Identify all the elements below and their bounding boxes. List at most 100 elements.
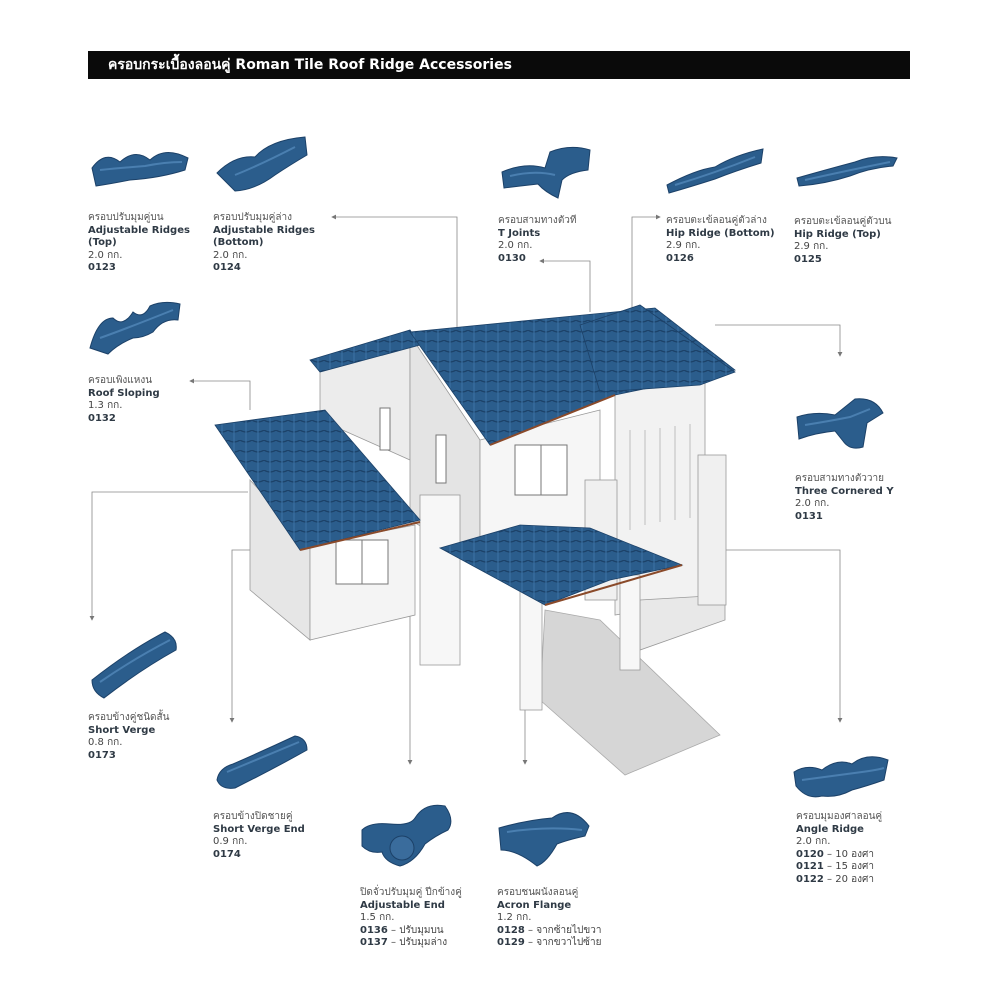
item-code-line: 0128 – จากซ้ายไปขวา [497,925,601,938]
roof-sloping-icon [89,301,181,355]
leader-line [89,491,248,621]
item-thai-name: ครอบตะเข้ลอนคู่ตัวล่าง [666,215,767,226]
item-english-name: (Bottom) [213,237,264,248]
t-joints-icon [501,146,591,199]
item-weight: 2.0 กก. [795,498,830,509]
item-code: 0129 [497,937,525,948]
item-code: 0137 [360,937,388,948]
item-label: ครอบปรับมุมคู่บน Adjustable Ridges (Top)… [88,212,190,275]
item-label: ครอบตะเข้ลอนคู่ตัวบน Hip Ridge (Top) 2.9… [794,216,892,266]
item-weight: 2.9 กก. [666,240,701,251]
item-label: ครอบเพิงแหงน Roof Sloping 1.3 กก. 0132 [88,375,160,425]
item-thai-name: ปิดจั่วปรับมุมคู่ ปีกข้างคู่ [360,887,462,898]
item-label: ครอบสามทางตัวที T Joints 2.0 กก. 0130 [498,215,577,265]
item-code: 0124 [213,262,241,273]
item-code-line: 0122 – 20 องศา [796,874,882,887]
item-code-desc: – ปรับมุมล่าง [391,937,448,948]
item-thai-name: ครอบสามทางตัวที [498,215,577,226]
item-code-desc: – จากขวาไปซ้าย [528,937,602,948]
item-english-name: Angle Ridge [796,823,864,835]
item-thai-name: ครอบเพิงแหงน [88,375,153,386]
leader-line [331,214,458,330]
item-weight: 1.5 กก. [360,912,395,923]
item-english-name: (Top) [88,237,117,248]
item-thai-name: ครอบชนผนังลอนคู่ [497,887,579,898]
item-weight: 2.0 กก. [88,249,123,261]
item-code-line: 0129 – จากขวาไปซ้าย [497,937,601,950]
item-label: ครอบชนผนังลอนคู่ Acron Flange 1.2 กก. 01… [497,887,601,950]
acron-flange-icon [498,812,590,867]
item-code: 0128 [497,924,525,936]
item-weight: 1.2 กก. [497,912,532,923]
item-code-desc: – จากซ้ายไปขวา [528,924,602,936]
item-code: 0131 [795,510,823,522]
adjustable-ridges-top-icon [91,152,189,187]
item-label: ครอบข้างปิดชายคู่ Short Verge End 0.9 กก… [213,811,305,861]
item-label: ครอบสามทางตัววาย Three Cornered Y 2.0 กก… [795,473,894,523]
page-title: ครอบกระเบื้องลอนคู่ Roman Tile Roof Ridg… [88,51,910,79]
item-thai-name: ครอบตะเข้ลอนคู่ตัวบน [794,216,892,227]
item-label: ปิดจั่วปรับมุมคู่ ปีกข้างคู่ Adjustable … [360,887,462,950]
item-english-name: Three Cornered Y [795,485,894,497]
leader-line [189,378,251,410]
item-label: ครอบปรับมุมคู่ล่าง Adjustable Ridges (Bo… [213,212,315,275]
item-code: 0130 [498,252,526,264]
leader-line [690,549,843,723]
item-code: 0132 [88,412,116,424]
item-weight: 2.0 กก. [796,836,831,847]
item-english-name: T Joints [498,227,541,239]
item-label: ครอบตะเข้ลอนคู่ตัวล่าง Hip Ridge (Bottom… [666,215,775,265]
item-weight: 0.8 กก. [88,737,123,748]
item-english-name: Hip Ridge (Bottom) [666,227,775,239]
item-weight: 2.0 กก. [498,240,533,251]
angle-ridge-icon [793,756,889,798]
leader-line [715,324,843,357]
item-code-desc: – ปรับมุมบน [391,924,444,936]
item-english-name: Short Verge End [213,823,305,835]
short-verge-icon [91,631,177,699]
item-code: 0125 [794,253,822,265]
item-thai-name: ครอบปรับมุมคู่บน [88,212,164,223]
item-label: ครอบข้างคู่ชนิดสั้น Short Verge 0.8 กก. … [88,712,170,762]
item-thai-name: ครอบข้างคู่ชนิดสั้น [88,712,170,723]
item-code: 0123 [88,262,116,273]
item-code-line: 0136 – ปรับมุมบน [360,925,462,938]
item-weight: 0.9 กก. [213,836,248,847]
item-english-name: Adjustable Ridges [213,224,315,236]
item-weight: 2.9 กก. [794,241,829,252]
item-code: 0122 [796,873,824,885]
item-code: 0121 [796,861,824,872]
adjustable-end-icon [361,804,452,867]
item-code-line: 0121 – 15 องศา [796,861,882,874]
item-thai-name: ครอบสามทางตัววาย [795,473,885,484]
item-code: 0174 [213,848,241,860]
item-code-desc: – 15 องศา [827,861,874,872]
item-thai-name: ครอบมุมองศาลอนคู่ [796,811,883,822]
adjustable-ridges-bottom-icon [216,136,308,192]
item-english-name: Adjustable End [360,899,445,911]
leader-line [631,214,661,312]
item-code: 0126 [666,252,694,264]
three-cornered-y-icon [796,398,884,449]
item-code-desc: – 10 องศา [827,848,874,860]
item-english-name: Short Verge [88,724,156,736]
item-thai-name: ครอบปรับมุมคู่ล่าง [213,212,292,223]
short-verge-end-icon [216,735,308,789]
item-code-desc: – 20 องศา [827,873,874,885]
item-english-name: Roof Sloping [88,387,160,399]
leader-line [539,258,591,312]
hip-ridge-bottom-icon [666,148,764,194]
item-weight: 2.0 กก. [213,249,248,261]
hip-ridge-top-icon [796,156,898,187]
item-english-name: Hip Ridge (Top) [794,228,881,240]
item-code-line: 0137 – ปรับมุมล่าง [360,937,462,950]
item-code: 0173 [88,749,116,761]
item-english-name: Acron Flange [497,899,572,911]
item-code: 0120 [796,848,824,860]
item-english-name: Adjustable Ridges [88,224,190,236]
item-code-line: 0120 – 10 องศา [796,849,882,862]
item-code: 0136 [360,924,388,936]
item-label: ครอบมุมองศาลอนคู่ Angle Ridge 2.0 กก. 01… [796,811,882,886]
item-weight: 1.3 กก. [88,400,123,411]
item-thai-name: ครอบข้างปิดชายคู่ [213,811,293,822]
